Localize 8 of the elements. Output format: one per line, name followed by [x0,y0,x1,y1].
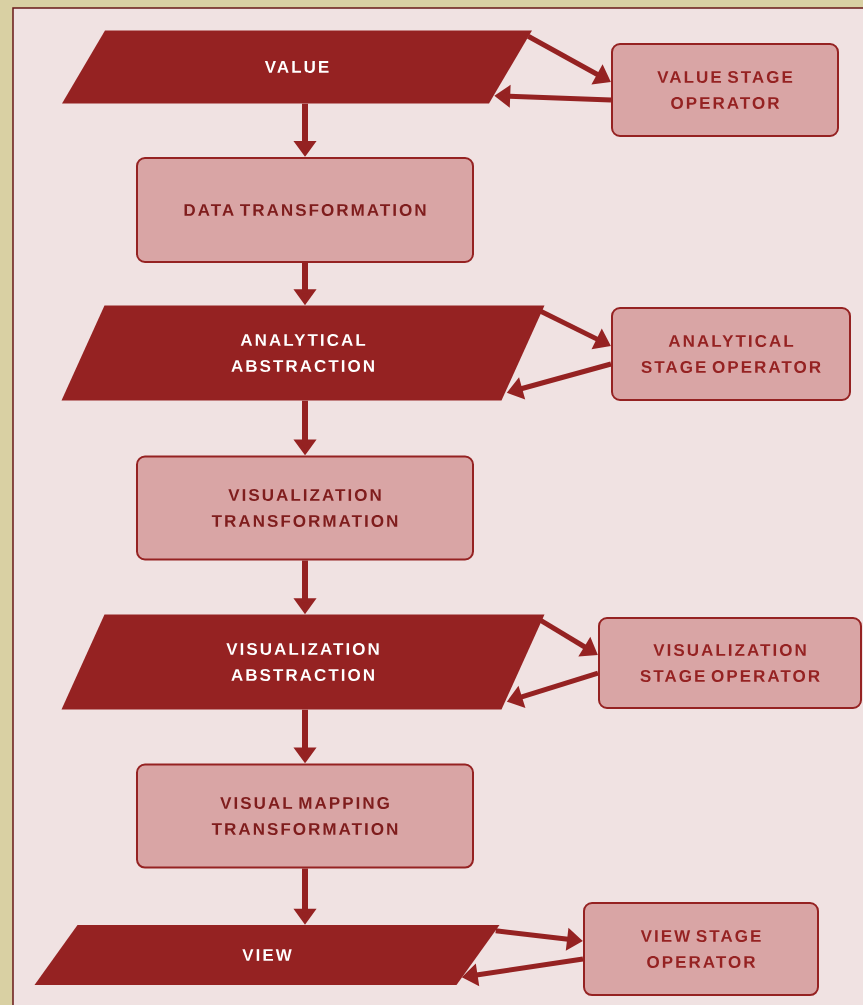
process-box: VISUALIZATION TRANSFORMATION [136,455,474,561]
operator-box: VISUALIZATION STAGE OPERATOR [598,617,862,709]
process-box: VISUAL MAPPING TRANSFORMATION [136,763,474,869]
operator-box: VALUE STAGE OPERATOR [611,43,839,137]
operator-box: VIEW STAGE OPERATOR [583,902,819,996]
process-box: DATA TRANSFORMATION [136,157,474,263]
data-parallelogram: VIEW [34,925,500,985]
operator-box: ANALYTICAL STAGE OPERATOR [611,307,851,401]
